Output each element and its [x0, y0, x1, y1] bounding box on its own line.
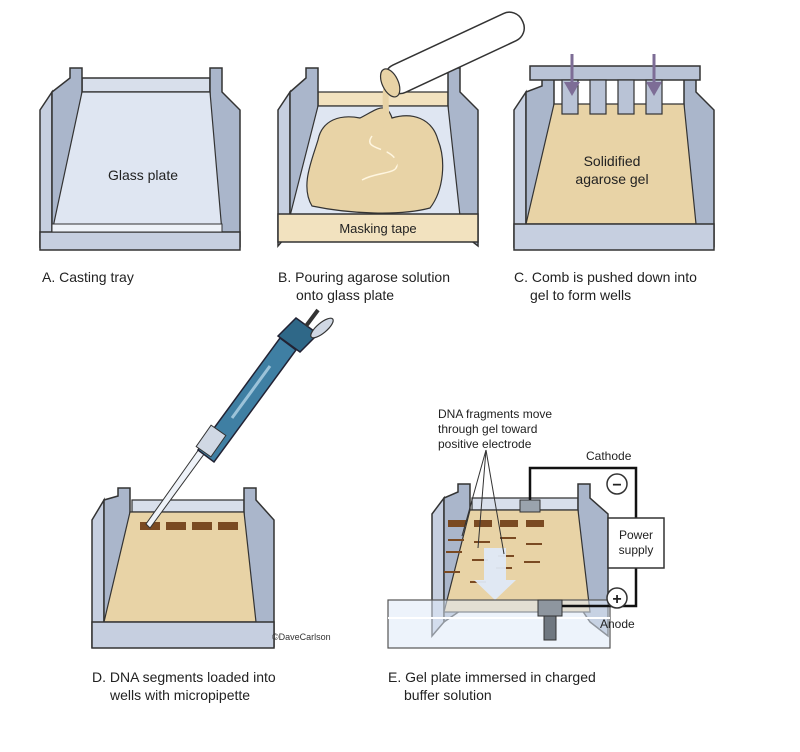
migration-arrow [474, 548, 516, 600]
casting-tray-a [39, 67, 241, 251]
glass-plate-label: Glass plate [108, 167, 178, 183]
power-supply [607, 517, 665, 569]
caption-e-line1: E. Gel plate immersed in charged [388, 669, 596, 685]
note-line1: DNA fragments move [438, 407, 552, 421]
note-line3: positive electrode [438, 437, 532, 451]
push-down-arrows [564, 54, 662, 96]
caption-e-line2: buffer solution [404, 687, 492, 703]
plus-terminal-icon [606, 587, 628, 609]
gel-label-line1: Solidified [584, 153, 641, 169]
power-label-line2: supply [619, 543, 654, 557]
agarose-solution [306, 107, 444, 214]
note-pointers [461, 449, 505, 555]
anode-label: Anode [600, 617, 635, 631]
pouring-tube [379, 11, 525, 98]
cathode-wire [528, 466, 638, 518]
caption-d-line1: D. DNA segments loaded into [92, 669, 276, 685]
caption-b-line1: B. Pouring agarose solution [278, 269, 450, 285]
cathode-label: Cathode [586, 449, 632, 463]
casting-tray-c [513, 54, 715, 251]
caption-c-line1: C. Comb is pushed down into [514, 269, 697, 285]
cathode-electrode [519, 499, 541, 513]
micropipette [145, 308, 334, 529]
caption-d-line2: wells with micropipette [110, 687, 251, 703]
buffer-tank [387, 599, 611, 649]
note-line2: through gel toward [438, 422, 537, 436]
dna-wells [448, 520, 544, 527]
plus-sign: + [612, 591, 621, 608]
anode-wire [562, 568, 638, 608]
caption-c-line2: gel to form wells [530, 287, 632, 303]
credit-text: ©DaveCarlson [272, 632, 331, 642]
minus-sign: − [612, 477, 621, 494]
caption-a: A. Casting tray [42, 269, 134, 285]
anode-electrode [537, 599, 563, 617]
minus-terminal-icon [606, 473, 628, 495]
power-label-line1: Power [619, 528, 653, 542]
masking-tape [277, 213, 479, 243]
dna-bands [444, 537, 542, 583]
caption-b-line2: onto glass plate [296, 287, 395, 303]
masking-tape-label: Masking tape [339, 221, 416, 236]
glass-plate [51, 91, 223, 233]
gel-label-line2: agarose gel [575, 171, 648, 187]
electrophoresis-chamber [387, 449, 665, 649]
casting-tray-b [277, 11, 525, 249]
casting-tray-d: ©DaveCarlson [91, 308, 334, 649]
